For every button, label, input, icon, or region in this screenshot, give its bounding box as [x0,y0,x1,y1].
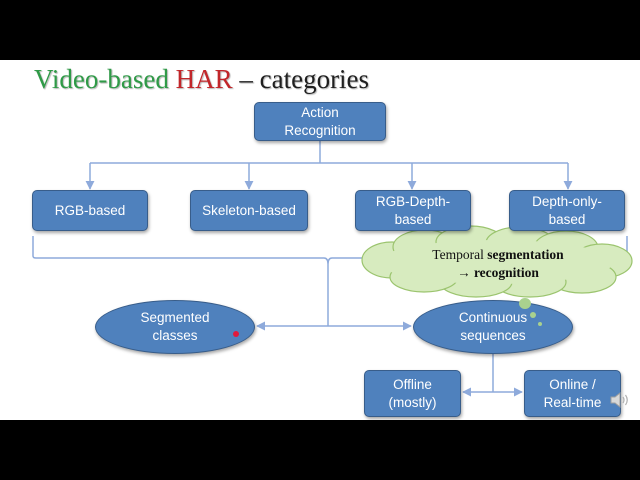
cloud-text-plain: Temporal [432,247,488,262]
connector-layer [32,140,633,397]
node-label-line2: Real-time [543,394,602,410]
node-label-line2: classes [152,328,198,343]
node-label-line2: based [394,211,432,227]
node-action-recognition: Action Recognition [254,102,386,141]
node-label-line1: RGB-Depth- [375,193,451,209]
node-label-line2: (mostly) [388,394,437,410]
node-rgb-based: RGB-based [32,190,148,231]
node-label-line1: Skeleton-based [202,202,296,218]
node-segmented-classes: Segmented classes [95,300,255,354]
node-skeleton-based: Skeleton-based [190,190,308,231]
node-continuous-sequences: Continuous sequences [413,300,573,354]
cloud-text-arrow: → [457,265,474,280]
node-label-line1: Continuous [458,310,528,325]
title-part-categories: – categories [232,64,370,94]
cloud-tail-bubble-small [538,322,542,326]
cloud-temporal-segmentation: Temporal segmentation → recognition [380,246,616,282]
node-label-line1: Depth-only- [532,193,602,209]
node-online-real-time: Online / Real-time [524,370,621,417]
node-label-line1: Online / [549,376,596,392]
node-depth-only-based: Depth-only- based [509,190,625,231]
node-label-line2: based [548,211,586,227]
node-label-line1: Action [301,104,339,120]
title-part-video-based: Video-based [34,64,176,94]
slide: Video-based HAR – categories [0,60,640,420]
node-label-line1: Offline [393,376,432,392]
speaker-icon[interactable] [609,390,631,410]
cloud-text-segmentation: segmentation [487,247,564,262]
node-label-line1: Segmented [140,310,210,325]
laser-pointer-dot [233,331,239,337]
title-part-har: HAR [175,64,233,94]
node-label-line2: sequences [460,328,526,343]
cloud-text-recognition: recognition [473,265,539,280]
cloud-tail-bubble-large [519,298,531,309]
node-label-line1: RGB-based [54,202,126,218]
node-label-line2: Recognition [284,122,356,138]
cloud-tail-bubble-medium [530,312,536,318]
node-offline-mostly: Offline (mostly) [364,370,461,417]
slide-title: Video-based HAR – categories [34,64,369,95]
node-rgb-depth-based: RGB-Depth- based [355,190,471,231]
